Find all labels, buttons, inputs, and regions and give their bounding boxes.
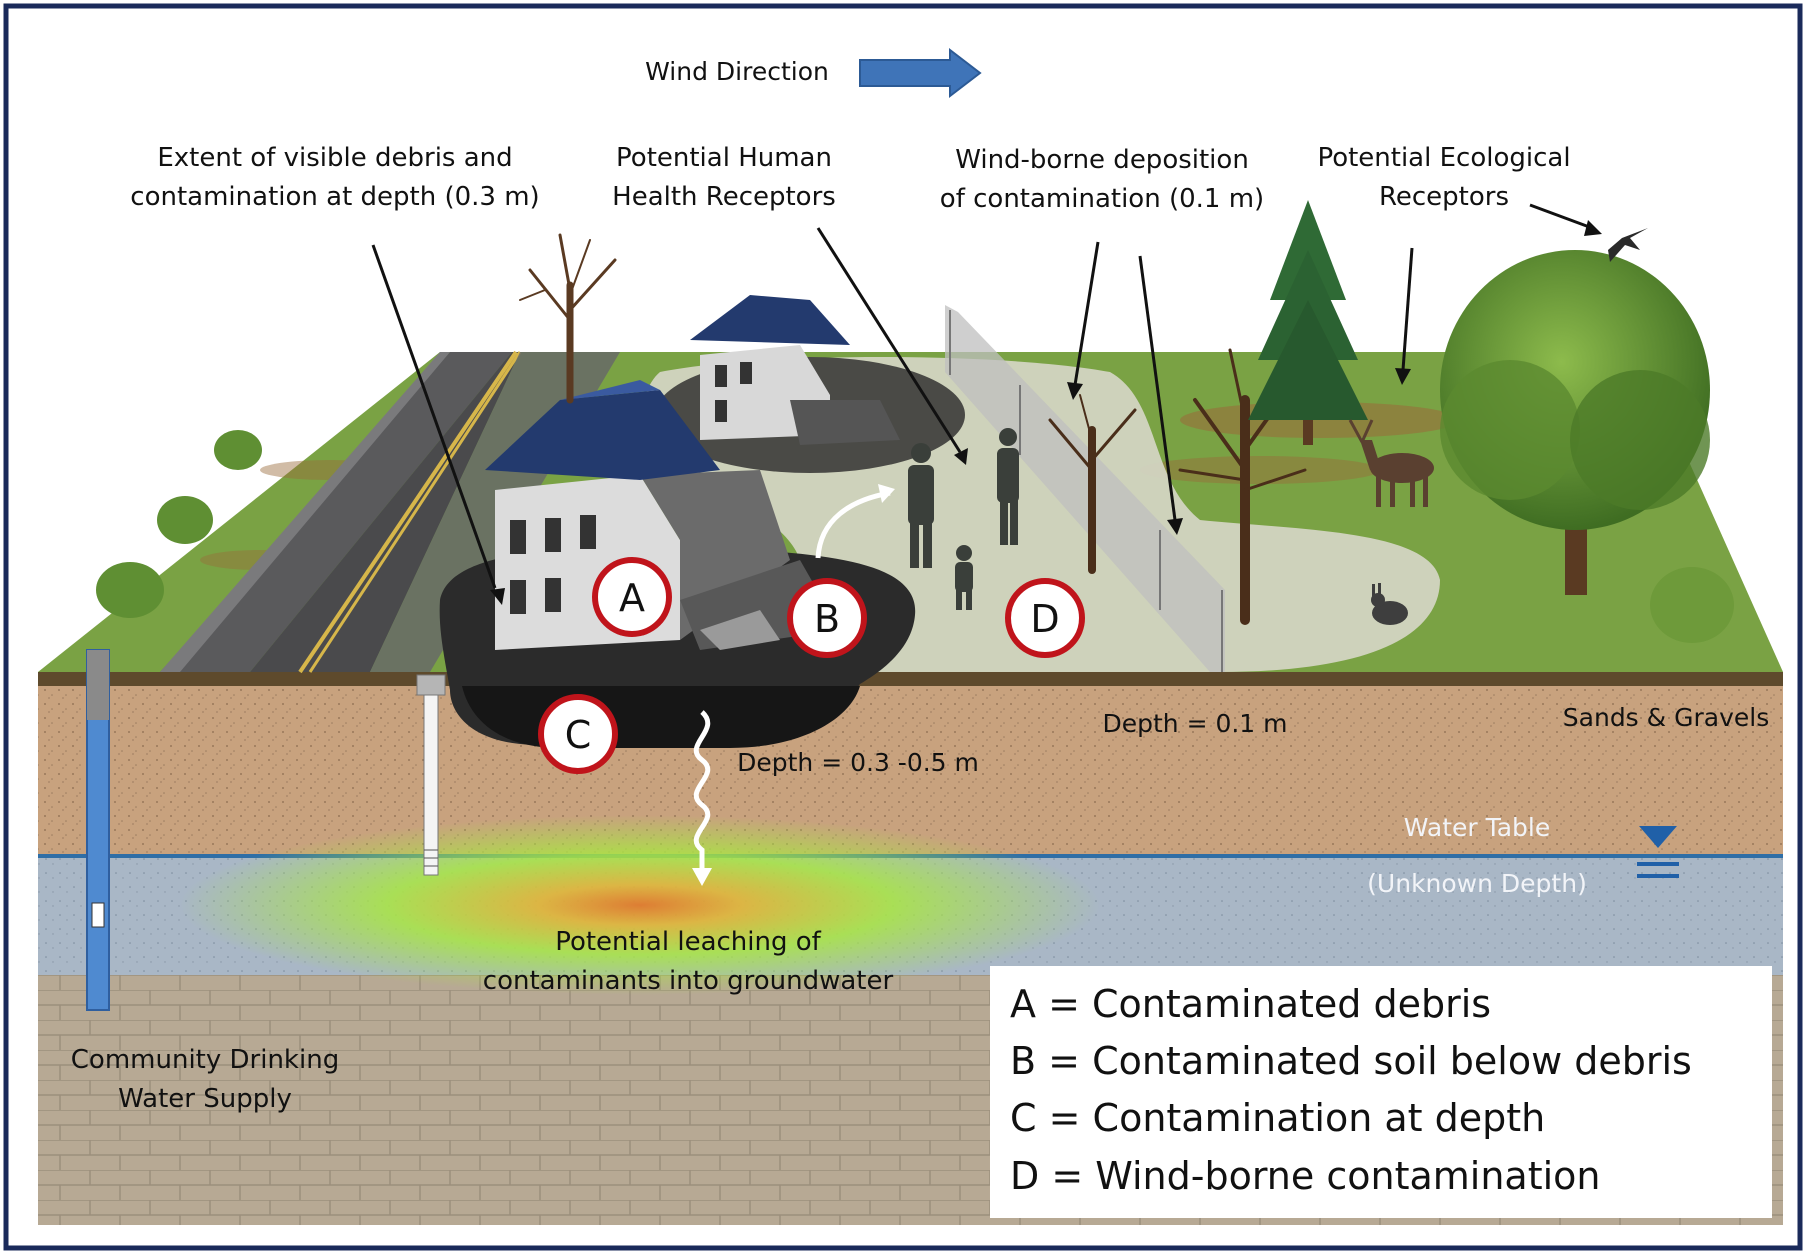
svg-text:C: C: [565, 713, 592, 757]
svg-text:Extent of visible debris and: Extent of visible debris and: [157, 143, 512, 173]
svg-text:of contamination (0.1 m): of contamination (0.1 m): [940, 184, 1264, 214]
damaged-building-front: [485, 380, 840, 650]
exposure-arrow: [815, 490, 891, 559]
svg-text:Wind-borne deposition: Wind-borne deposition: [955, 145, 1249, 175]
human-receptors: [908, 428, 1019, 610]
svg-text:contamination at depth (0.3 m): contamination at depth (0.3 m): [130, 182, 539, 212]
monitoring-well: [416, 674, 446, 876]
legend-item-d: D = Wind-borne contamination: [1010, 1154, 1600, 1198]
drinking-water-label-line2: Water Supply: [118, 1084, 292, 1114]
leaching-label-line2: contaminants into groundwater: [483, 966, 894, 996]
contaminant-plume: [180, 815, 1100, 995]
ecological-callout: Potential Ecological Receptors: [1317, 143, 1602, 385]
bare-tree-middle: [1048, 394, 1137, 574]
legend-item-b: B = Contaminated soil below debris: [1010, 1039, 1692, 1083]
legend-item-a: A = Contaminated debris: [1010, 982, 1491, 1026]
svg-text:Potential Ecological: Potential Ecological: [1317, 143, 1570, 173]
drinking-water-label-line1: Community Drinking: [71, 1045, 339, 1075]
unknown-depth-label: (Unknown Depth): [1367, 869, 1587, 898]
leafy-tree: [1440, 250, 1710, 595]
bird: [1608, 228, 1648, 262]
bare-tree-left: [519, 233, 617, 404]
sands-gravels-label: Sands & Gravels: [1563, 703, 1769, 732]
svg-text:Health Receptors: Health Receptors: [612, 182, 836, 212]
water-table-label: Water Table: [1404, 813, 1551, 842]
svg-text:B: B: [814, 597, 840, 641]
rabbit: [1371, 583, 1408, 625]
wind-direction-label: Wind Direction: [645, 57, 829, 86]
road: [160, 352, 512, 672]
shrubs: [96, 430, 1734, 643]
svg-text:Receptors: Receptors: [1379, 182, 1509, 212]
marker-d: D: [1005, 578, 1085, 658]
wind-depth-label: Depth = 0.1 m: [1102, 709, 1287, 738]
svg-text:A: A: [619, 576, 645, 620]
wind-deposition-callout: Wind-borne deposition of contamination (…: [940, 145, 1264, 535]
marker-b: B: [787, 578, 867, 658]
leaching-arrow: [693, 710, 711, 870]
fence: [945, 305, 1225, 672]
deer: [1348, 419, 1434, 507]
damaged-building-back: [690, 295, 900, 445]
marker-a: A: [592, 557, 672, 637]
debris-depth-label: Depth = 0.3 -0.5 m: [737, 748, 979, 777]
community-well: [86, 649, 110, 1011]
wind-arrow-icon: [859, 47, 982, 99]
water-table-icon: [1637, 826, 1679, 878]
svg-text:Potential Human: Potential Human: [616, 143, 832, 173]
legend-item-c: C = Contamination at depth: [1010, 1096, 1545, 1140]
svg-text:D: D: [1030, 597, 1059, 641]
evergreen-tree: [1248, 200, 1368, 445]
human-health-callout: Potential Human Health Receptors: [612, 143, 968, 465]
extent-callout: Extent of visible debris and contaminati…: [130, 143, 540, 605]
legend-box: A = Contaminated debris B = Contaminated…: [990, 966, 1772, 1218]
marker-c: C: [538, 694, 618, 774]
leaching-label-line1: Potential leaching of: [555, 927, 821, 957]
